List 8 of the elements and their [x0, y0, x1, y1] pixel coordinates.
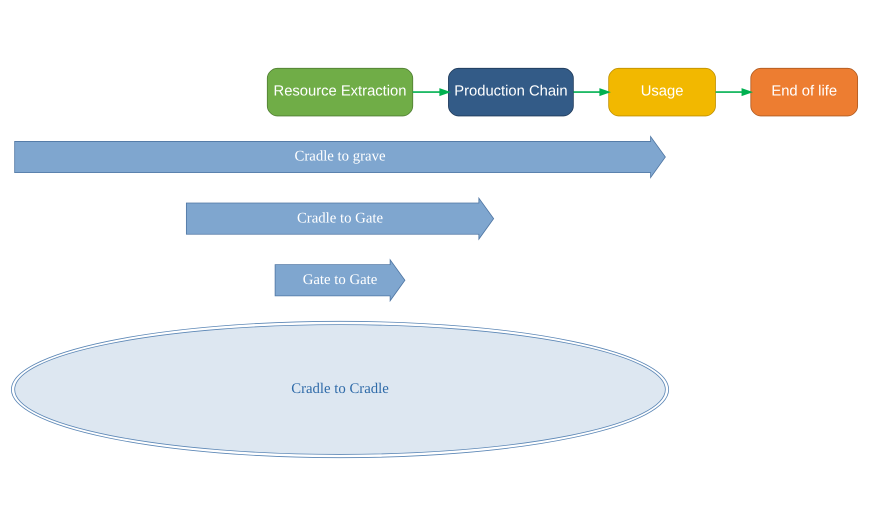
node-box: End of life — [750, 67, 858, 116]
arrow — [412, 88, 451, 96]
arrow — [574, 88, 611, 96]
arrow — [716, 88, 754, 96]
node-box: Production Chain — [448, 67, 574, 116]
node-box: Usage — [608, 67, 716, 116]
node-box: Resource Extraction — [266, 67, 414, 116]
node-ellipse: Cradle to Cradle — [10, 320, 670, 458]
